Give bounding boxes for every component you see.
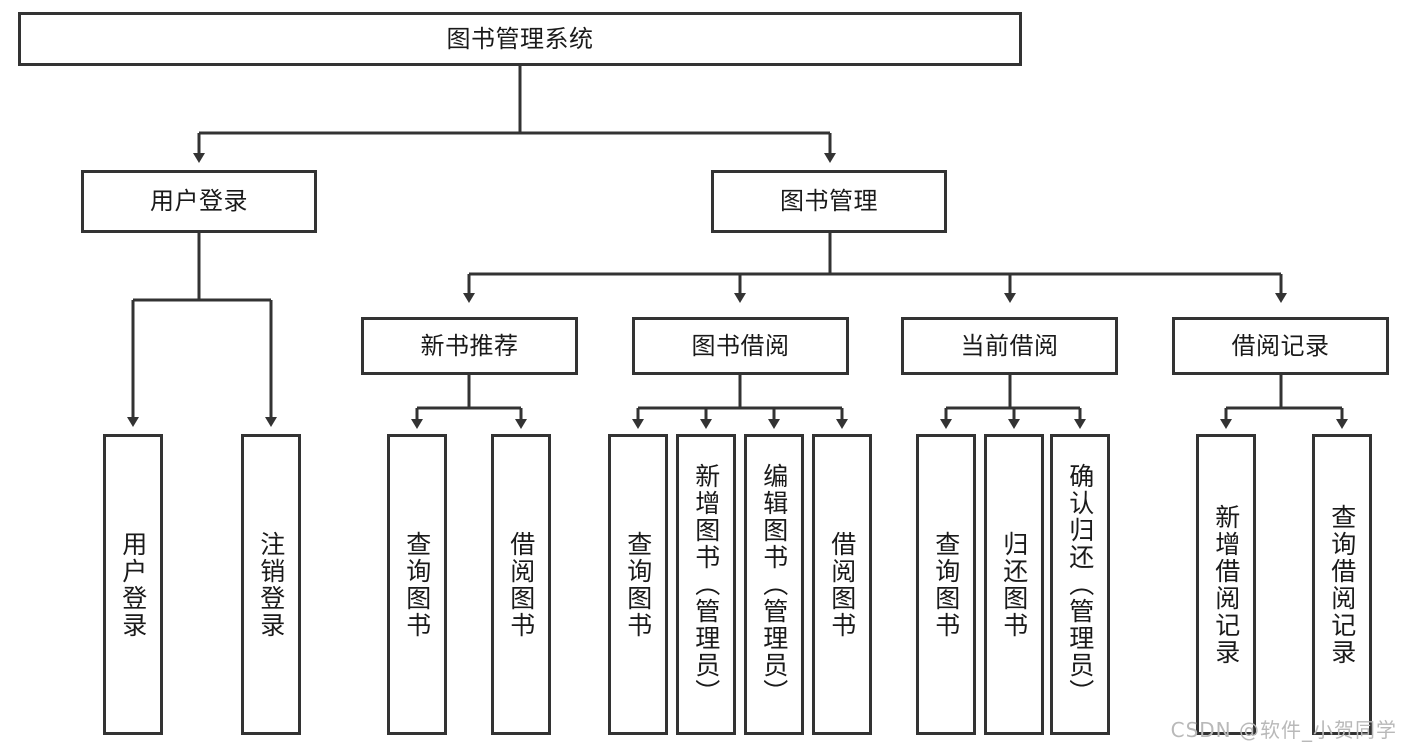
leaf-borrow-borrow-book[interactable]: 借阅图书 xyxy=(812,434,872,735)
leaf-user-logout[interactable]: 注销登录 xyxy=(241,434,301,735)
node-label: 新书推荐 xyxy=(420,331,519,360)
node-root[interactable]: 图书管理系统 xyxy=(18,12,1022,66)
node-label: 查询图书 xyxy=(623,530,653,639)
node-label: 查询借阅记录 xyxy=(1327,503,1357,666)
node-label: 注销登录 xyxy=(256,530,286,639)
leaf-borrow-query-book[interactable]: 查询图书 xyxy=(608,434,668,735)
node-label: 借阅记录 xyxy=(1231,331,1330,360)
node-label: 归还图书 xyxy=(999,530,1029,639)
leaf-current-query-book[interactable]: 查询图书 xyxy=(916,434,976,735)
node-label: 图书管理系统 xyxy=(446,24,594,53)
node-new-book-recommend[interactable]: 新书推荐 xyxy=(361,317,578,375)
leaf-record-query-record[interactable]: 查询借阅记录 xyxy=(1312,434,1372,735)
node-label: 用户登录 xyxy=(118,530,148,639)
leaf-current-return-book[interactable]: 归还图书 xyxy=(984,434,1044,735)
leaf-borrow-add-book[interactable]: 新增图书（管理员） xyxy=(676,434,736,735)
node-label: 借阅图书 xyxy=(506,530,536,639)
leaf-current-confirm-return[interactable]: 确认归还（管理员） xyxy=(1050,434,1110,735)
watermark: CSDN @软件_小贺同学 xyxy=(1170,718,1397,742)
node-book-borrow[interactable]: 图书借阅 xyxy=(632,317,849,375)
node-label: 借阅图书 xyxy=(827,530,857,639)
node-label: 新增图书（管理员） xyxy=(691,463,721,706)
leaf-borrow-edit-book[interactable]: 编辑图书（管理员） xyxy=(744,434,804,735)
node-current-borrow[interactable]: 当前借阅 xyxy=(901,317,1118,375)
node-borrow-record[interactable]: 借阅记录 xyxy=(1172,317,1389,375)
node-label: 当前借阅 xyxy=(960,331,1059,360)
leaf-newbook-borrow-book[interactable]: 借阅图书 xyxy=(491,434,551,735)
leaf-record-add-record[interactable]: 新增借阅记录 xyxy=(1196,434,1256,735)
node-label: 查询图书 xyxy=(931,530,961,639)
node-label: 确认归还（管理员） xyxy=(1065,463,1095,706)
leaf-newbook-query-book[interactable]: 查询图书 xyxy=(387,434,447,735)
node-label: 用户登录 xyxy=(150,187,248,216)
node-label: 查询图书 xyxy=(402,530,432,639)
leaf-user-login[interactable]: 用户登录 xyxy=(103,434,163,735)
node-book-management[interactable]: 图书管理 xyxy=(711,170,947,233)
node-label: 新增借阅记录 xyxy=(1211,503,1241,666)
node-label: 图书管理 xyxy=(780,187,878,216)
node-label: 编辑图书（管理员） xyxy=(759,463,789,706)
node-label: 图书借阅 xyxy=(691,331,790,360)
node-user-login[interactable]: 用户登录 xyxy=(81,170,317,233)
